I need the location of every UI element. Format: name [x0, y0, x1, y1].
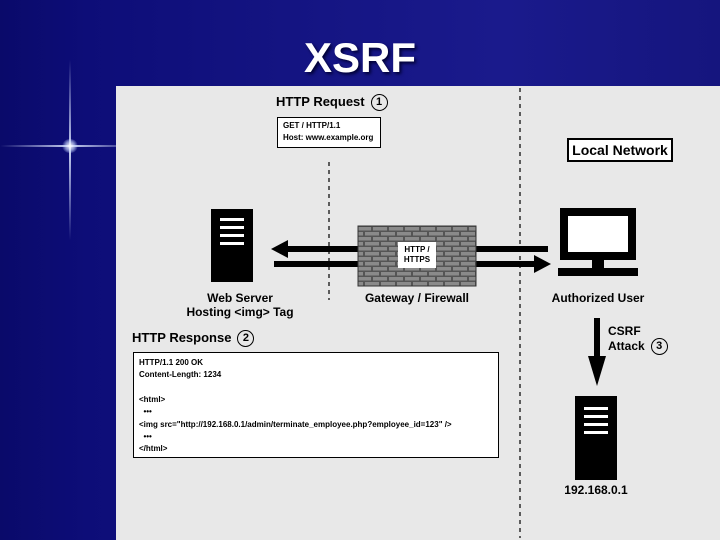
diagram-panel: HTTP Request 1 GET / HTTP/1.1 Host: www.e… [116, 86, 720, 540]
protocol-line: HTTP / [404, 245, 430, 254]
response-line: ••• [139, 407, 152, 417]
response-line [139, 382, 493, 394]
slide-title: XSRF [303, 34, 416, 81]
http-request-box: GET / HTTP/1.1 Host: www.example.org [277, 117, 381, 148]
response-line: <html> [139, 394, 166, 404]
web-server-icon [211, 209, 253, 282]
step-1-badge: 1 [370, 94, 388, 111]
web-server-label: Web Server Hosting <img> Tag [180, 291, 300, 319]
csrf-attack-line1: CSRF [608, 324, 641, 338]
authorized-user-label: Authorized User [551, 291, 645, 305]
csrf-attack-line2-text: Attack [608, 339, 645, 353]
csrf-attack-arrow [588, 318, 606, 386]
target-ip-label: 192.168.0.1 [564, 483, 628, 497]
http-request-label: HTTP Request [276, 94, 365, 109]
response-line: </html> [139, 444, 168, 454]
web-server-label-line1: Web Server [207, 291, 273, 305]
protocol-label: HTTP / HTTPS [398, 242, 436, 268]
request-line: Host: www.example.org [283, 133, 374, 142]
response-line: HTTP/1.1 200 OK [139, 358, 204, 367]
http-response-box: HTTP/1.1 200 OK Content-Length: 1234 <ht… [133, 352, 499, 458]
http-response-label: HTTP Response [132, 330, 232, 345]
response-line: Content-Length: 1234 [139, 370, 222, 380]
local-network-label: Local Network [567, 138, 673, 162]
csrf-attack-line2: Attack 3 [608, 338, 668, 355]
response-line: <img src="http://192.168.0.1/admin/termi… [139, 419, 452, 429]
step-3-badge: 3 [650, 338, 668, 355]
target-server-icon [575, 396, 617, 480]
sparkle-core [62, 139, 78, 153]
http-response-title: HTTP Response 2 [132, 330, 255, 347]
protocol-line: HTTPS [403, 255, 431, 264]
computer-icon [558, 208, 638, 276]
request-line: GET / HTTP/1.1 [283, 121, 341, 130]
web-server-label-line2: Hosting <img> Tag [186, 305, 294, 319]
response-line: ••• [139, 432, 152, 442]
step-2-badge: 2 [237, 330, 255, 347]
csrf-attack-label: CSRF Attack 3 [608, 324, 668, 355]
gateway-label: Gateway / Firewall [364, 291, 470, 305]
http-request-title: HTTP Request 1 [276, 94, 388, 111]
